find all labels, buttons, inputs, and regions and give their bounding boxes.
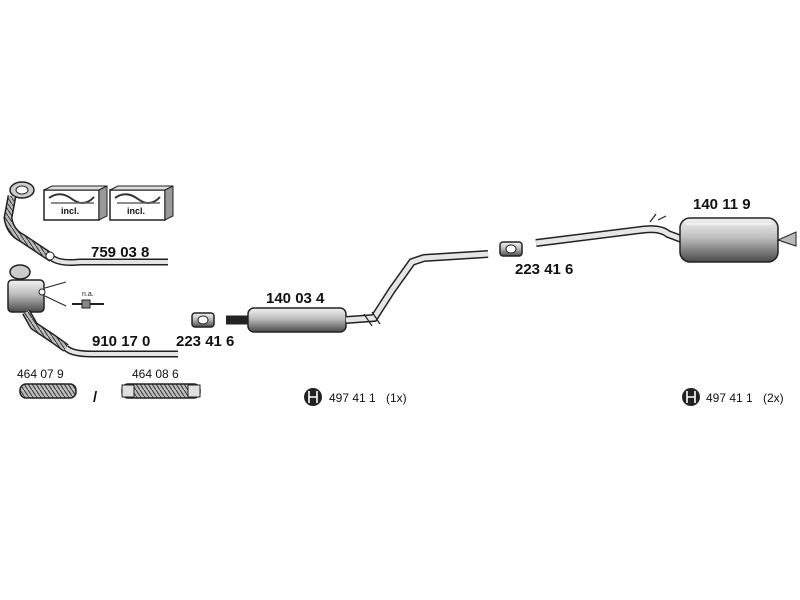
flex-pipe-b <box>121 383 201 399</box>
lambda-sensor: n.a. <box>72 291 104 309</box>
mounting-kit-icon <box>682 388 700 406</box>
part-number-downpipe-upper: 759 03 8 <box>91 244 149 261</box>
part-number-downpipe-lower: 910 17 0 <box>92 333 150 350</box>
mounting-kit-number: 497 41 1 <box>706 391 753 405</box>
part-number-rear-silencer: 140 11 9 <box>693 196 751 213</box>
mounting-kit-qty: (1x) <box>386 391 407 405</box>
part-number-flex-a: 464 07 9 <box>17 367 64 381</box>
gasket-incl-label: incl. <box>127 206 145 216</box>
flex-pipe-separator: / <box>93 389 98 406</box>
flex-pipe-a <box>19 383 77 399</box>
mounting-kit-1: 497 41 1 (1x) <box>304 388 407 406</box>
part-number-clamp-front: 223 41 6 <box>176 333 234 350</box>
clamp-front <box>191 312 215 328</box>
downpipe-upper-illustration <box>3 181 168 266</box>
part-number-clamp-rear: 223 41 6 <box>515 261 573 278</box>
clamp-rear <box>499 241 523 257</box>
gasket-incl-label: incl. <box>61 206 79 216</box>
sensor-na-label: n.a. <box>82 291 94 298</box>
part-number-middle-silencer: 140 03 4 <box>266 290 325 307</box>
mounting-kit-qty: (2x) <box>763 391 784 405</box>
mounting-kit-icon <box>304 388 322 406</box>
gasket-kit-box-2: incl. <box>109 185 174 221</box>
mounting-kit-number: 497 41 1 <box>329 391 376 405</box>
part-number-flex-b: 464 08 6 <box>132 367 179 381</box>
rear-silencer-illustration <box>535 213 797 263</box>
mounting-kit-2: 497 41 1 (2x) <box>682 388 784 406</box>
gasket-kit-box-1: incl. <box>43 185 108 221</box>
middle-silencer-illustration <box>226 250 489 333</box>
downpipe-lower-illustration <box>7 264 178 358</box>
